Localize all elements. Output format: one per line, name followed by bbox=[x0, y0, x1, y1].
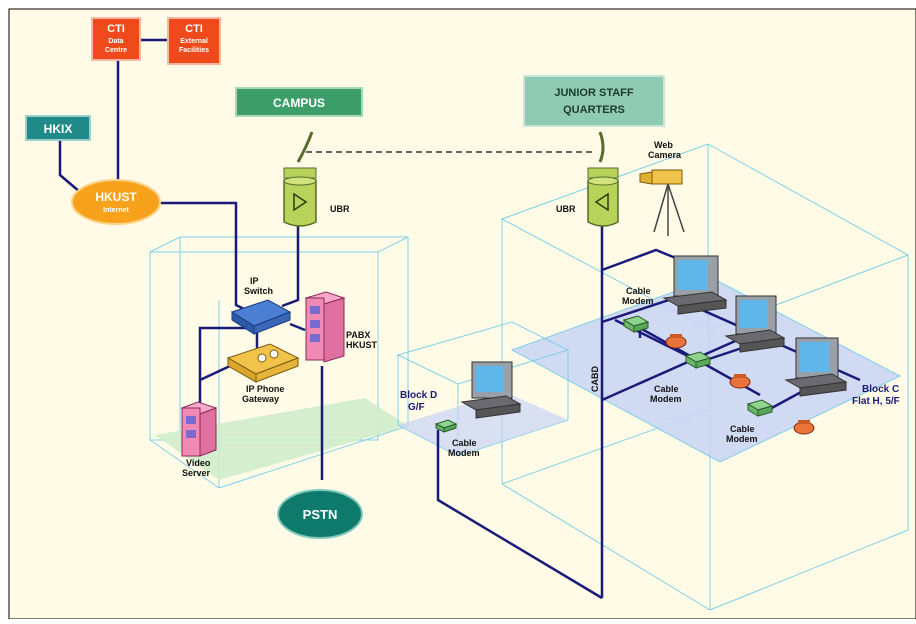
pc-block-c-3[interactable] bbox=[784, 337, 848, 397]
hkust-internet-node[interactable]: HKUST Internet bbox=[71, 179, 161, 225]
video-server-label-2: Server bbox=[182, 468, 211, 478]
junior-staff-banner: JUNIOR STAFF QUARTERS bbox=[523, 75, 665, 127]
cable-modem-1-label-2: Modem bbox=[448, 448, 480, 458]
hkust-label: HKUST bbox=[95, 190, 137, 204]
cable-modem-c2[interactable] bbox=[684, 351, 712, 369]
block-d-floor bbox=[398, 392, 568, 456]
cable-modem-c1[interactable] bbox=[622, 315, 650, 333]
web-camera-label-1: Web bbox=[654, 140, 673, 150]
hkix-label: HKIX bbox=[44, 122, 73, 136]
ip-switch-label-2: Switch bbox=[244, 286, 273, 296]
cti-data-label: CTI bbox=[107, 23, 125, 35]
antenna-left-icon bbox=[296, 131, 314, 163]
pstn-node[interactable]: PSTN bbox=[277, 489, 363, 539]
pc-block-d[interactable] bbox=[460, 361, 522, 419]
hkust-sub: Internet bbox=[103, 207, 129, 214]
cable-modem-2-label-1: Cable bbox=[626, 286, 651, 296]
campus-banner: CAMPUS bbox=[235, 87, 363, 117]
cable-modem-4-label-1: Cable bbox=[730, 424, 755, 434]
ip-switch-label-1: IP bbox=[250, 276, 259, 286]
cti-external-facilities-node[interactable]: CTI External Facilities bbox=[167, 17, 221, 65]
pabx-label-1: PABX bbox=[346, 330, 370, 340]
antenna-right-icon bbox=[598, 131, 605, 163]
block-c-label-1: Block C bbox=[862, 384, 899, 395]
cable-modem-4-label-2: Modem bbox=[726, 434, 758, 444]
ip-phone-gateway-device[interactable] bbox=[226, 343, 300, 383]
cabd-label: CABD bbox=[590, 366, 600, 392]
telephone-3-icon[interactable] bbox=[793, 420, 815, 435]
pstn-label: PSTN bbox=[303, 507, 338, 522]
gateway-label-2: Gateway bbox=[242, 394, 279, 404]
ubr-left-label: UBR bbox=[330, 204, 350, 214]
block-d-label-1: Block D bbox=[400, 390, 437, 401]
cti-data-centre-node[interactable]: CTI Data Centre bbox=[91, 17, 141, 61]
telephone-2-icon[interactable] bbox=[729, 374, 751, 389]
ubr-right-label: UBR bbox=[556, 204, 576, 214]
cti-data-sub1: Data bbox=[108, 38, 123, 45]
block-c-floor bbox=[512, 278, 900, 462]
pabx-label-2: HKUST bbox=[346, 340, 378, 350]
block-c-label-2: Flat H, 5/F bbox=[852, 396, 900, 407]
video-server-label-1: Video bbox=[186, 458, 211, 468]
ip-switch-device[interactable] bbox=[230, 299, 292, 335]
gateway-label-1: IP Phone bbox=[246, 384, 284, 394]
cable-modem-block-d[interactable] bbox=[434, 419, 458, 433]
cti-ext-label: CTI bbox=[185, 23, 203, 35]
hkix-node[interactable]: HKIX bbox=[25, 115, 91, 141]
campus-floor bbox=[155, 398, 408, 480]
block-d-label-2: G/F bbox=[408, 402, 425, 413]
web-camera-label-2: Camera bbox=[648, 150, 682, 160]
web-camera-device[interactable] bbox=[639, 169, 685, 236]
campus-label: CAMPUS bbox=[273, 96, 325, 110]
ubr-right-device[interactable] bbox=[587, 131, 619, 227]
cti-ext-sub1: External bbox=[180, 38, 208, 45]
video-server-device[interactable] bbox=[180, 401, 218, 457]
cable-modem-1-label-1: Cable bbox=[452, 438, 477, 448]
junior-line1: JUNIOR STAFF bbox=[554, 87, 634, 99]
cable-modem-3-label-2: Modem bbox=[650, 394, 682, 404]
cable-modem-2-label-2: Modem bbox=[622, 296, 654, 306]
ubr-left-device[interactable] bbox=[283, 131, 317, 227]
pc-block-c-2[interactable] bbox=[724, 295, 786, 353]
cti-data-sub2: Centre bbox=[105, 47, 127, 54]
telephone-1-icon[interactable] bbox=[665, 334, 687, 349]
pc-block-c-1[interactable] bbox=[662, 255, 728, 315]
pabx-device[interactable] bbox=[304, 291, 346, 363]
junior-line2: QUARTERS bbox=[563, 104, 625, 116]
cti-ext-sub2: Facilities bbox=[179, 47, 209, 54]
cable-modem-3-label-1: Cable bbox=[654, 384, 679, 394]
cable-modem-c3[interactable] bbox=[746, 399, 774, 417]
